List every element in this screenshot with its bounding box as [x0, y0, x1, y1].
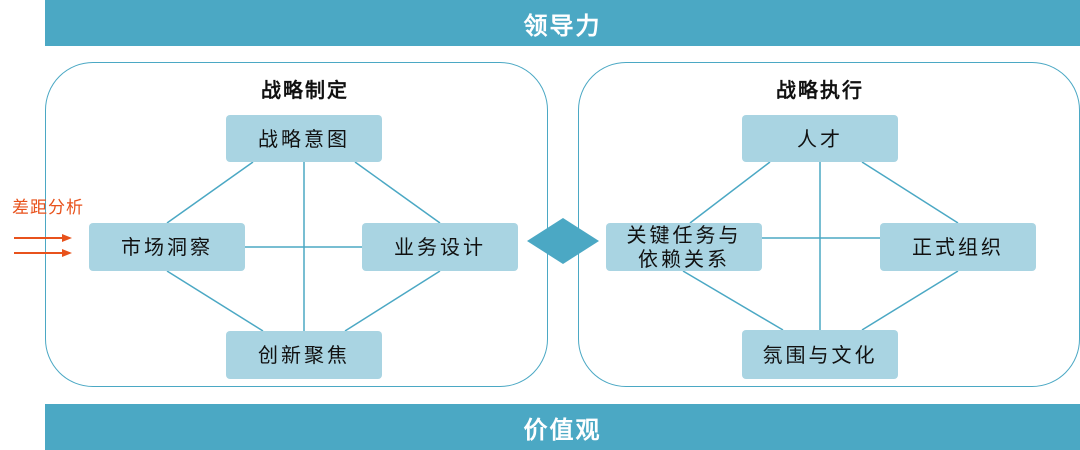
- node-key-tasks: 关键任务与 依赖关系: [606, 223, 762, 271]
- right-top-right-line: [861, 161, 959, 224]
- right-bottom-left-line: [682, 270, 784, 331]
- leadership-band: 领导力: [45, 0, 1080, 46]
- left-bottom-left-line: [166, 270, 264, 332]
- gap-analysis-label: 差距分析: [12, 198, 84, 218]
- node-formal-organization: 正式组织: [880, 223, 1036, 271]
- left-top-right-line: [354, 161, 441, 224]
- values-label: 价值观: [523, 414, 602, 444]
- leadership-label: 领导力: [523, 10, 602, 40]
- node-key-tasks-line2: 依赖关系: [638, 247, 730, 271]
- right-bottom-right-line: [861, 270, 959, 331]
- node-strategic-intent: 战略意图: [226, 115, 382, 162]
- left-bottom-right-line: [344, 270, 441, 332]
- node-key-tasks-line1: 关键任务与: [626, 223, 742, 247]
- node-talent: 人才: [742, 115, 898, 162]
- center-diamond: [527, 218, 599, 264]
- right-top-left-line: [689, 161, 771, 224]
- gap-arrows: [14, 234, 72, 257]
- node-climate-culture: 氛围与文化: [742, 330, 898, 379]
- values-band: 价值观: [45, 404, 1080, 450]
- node-innovation-focus: 创新聚焦: [226, 331, 382, 379]
- node-business-design: 业务设计: [362, 223, 518, 271]
- strategy-execution-title: 战略执行: [776, 78, 864, 102]
- strategy-formulation-title: 战略制定: [261, 78, 349, 102]
- left-top-left-line: [166, 161, 254, 224]
- node-market-insight: 市场洞察: [89, 223, 245, 271]
